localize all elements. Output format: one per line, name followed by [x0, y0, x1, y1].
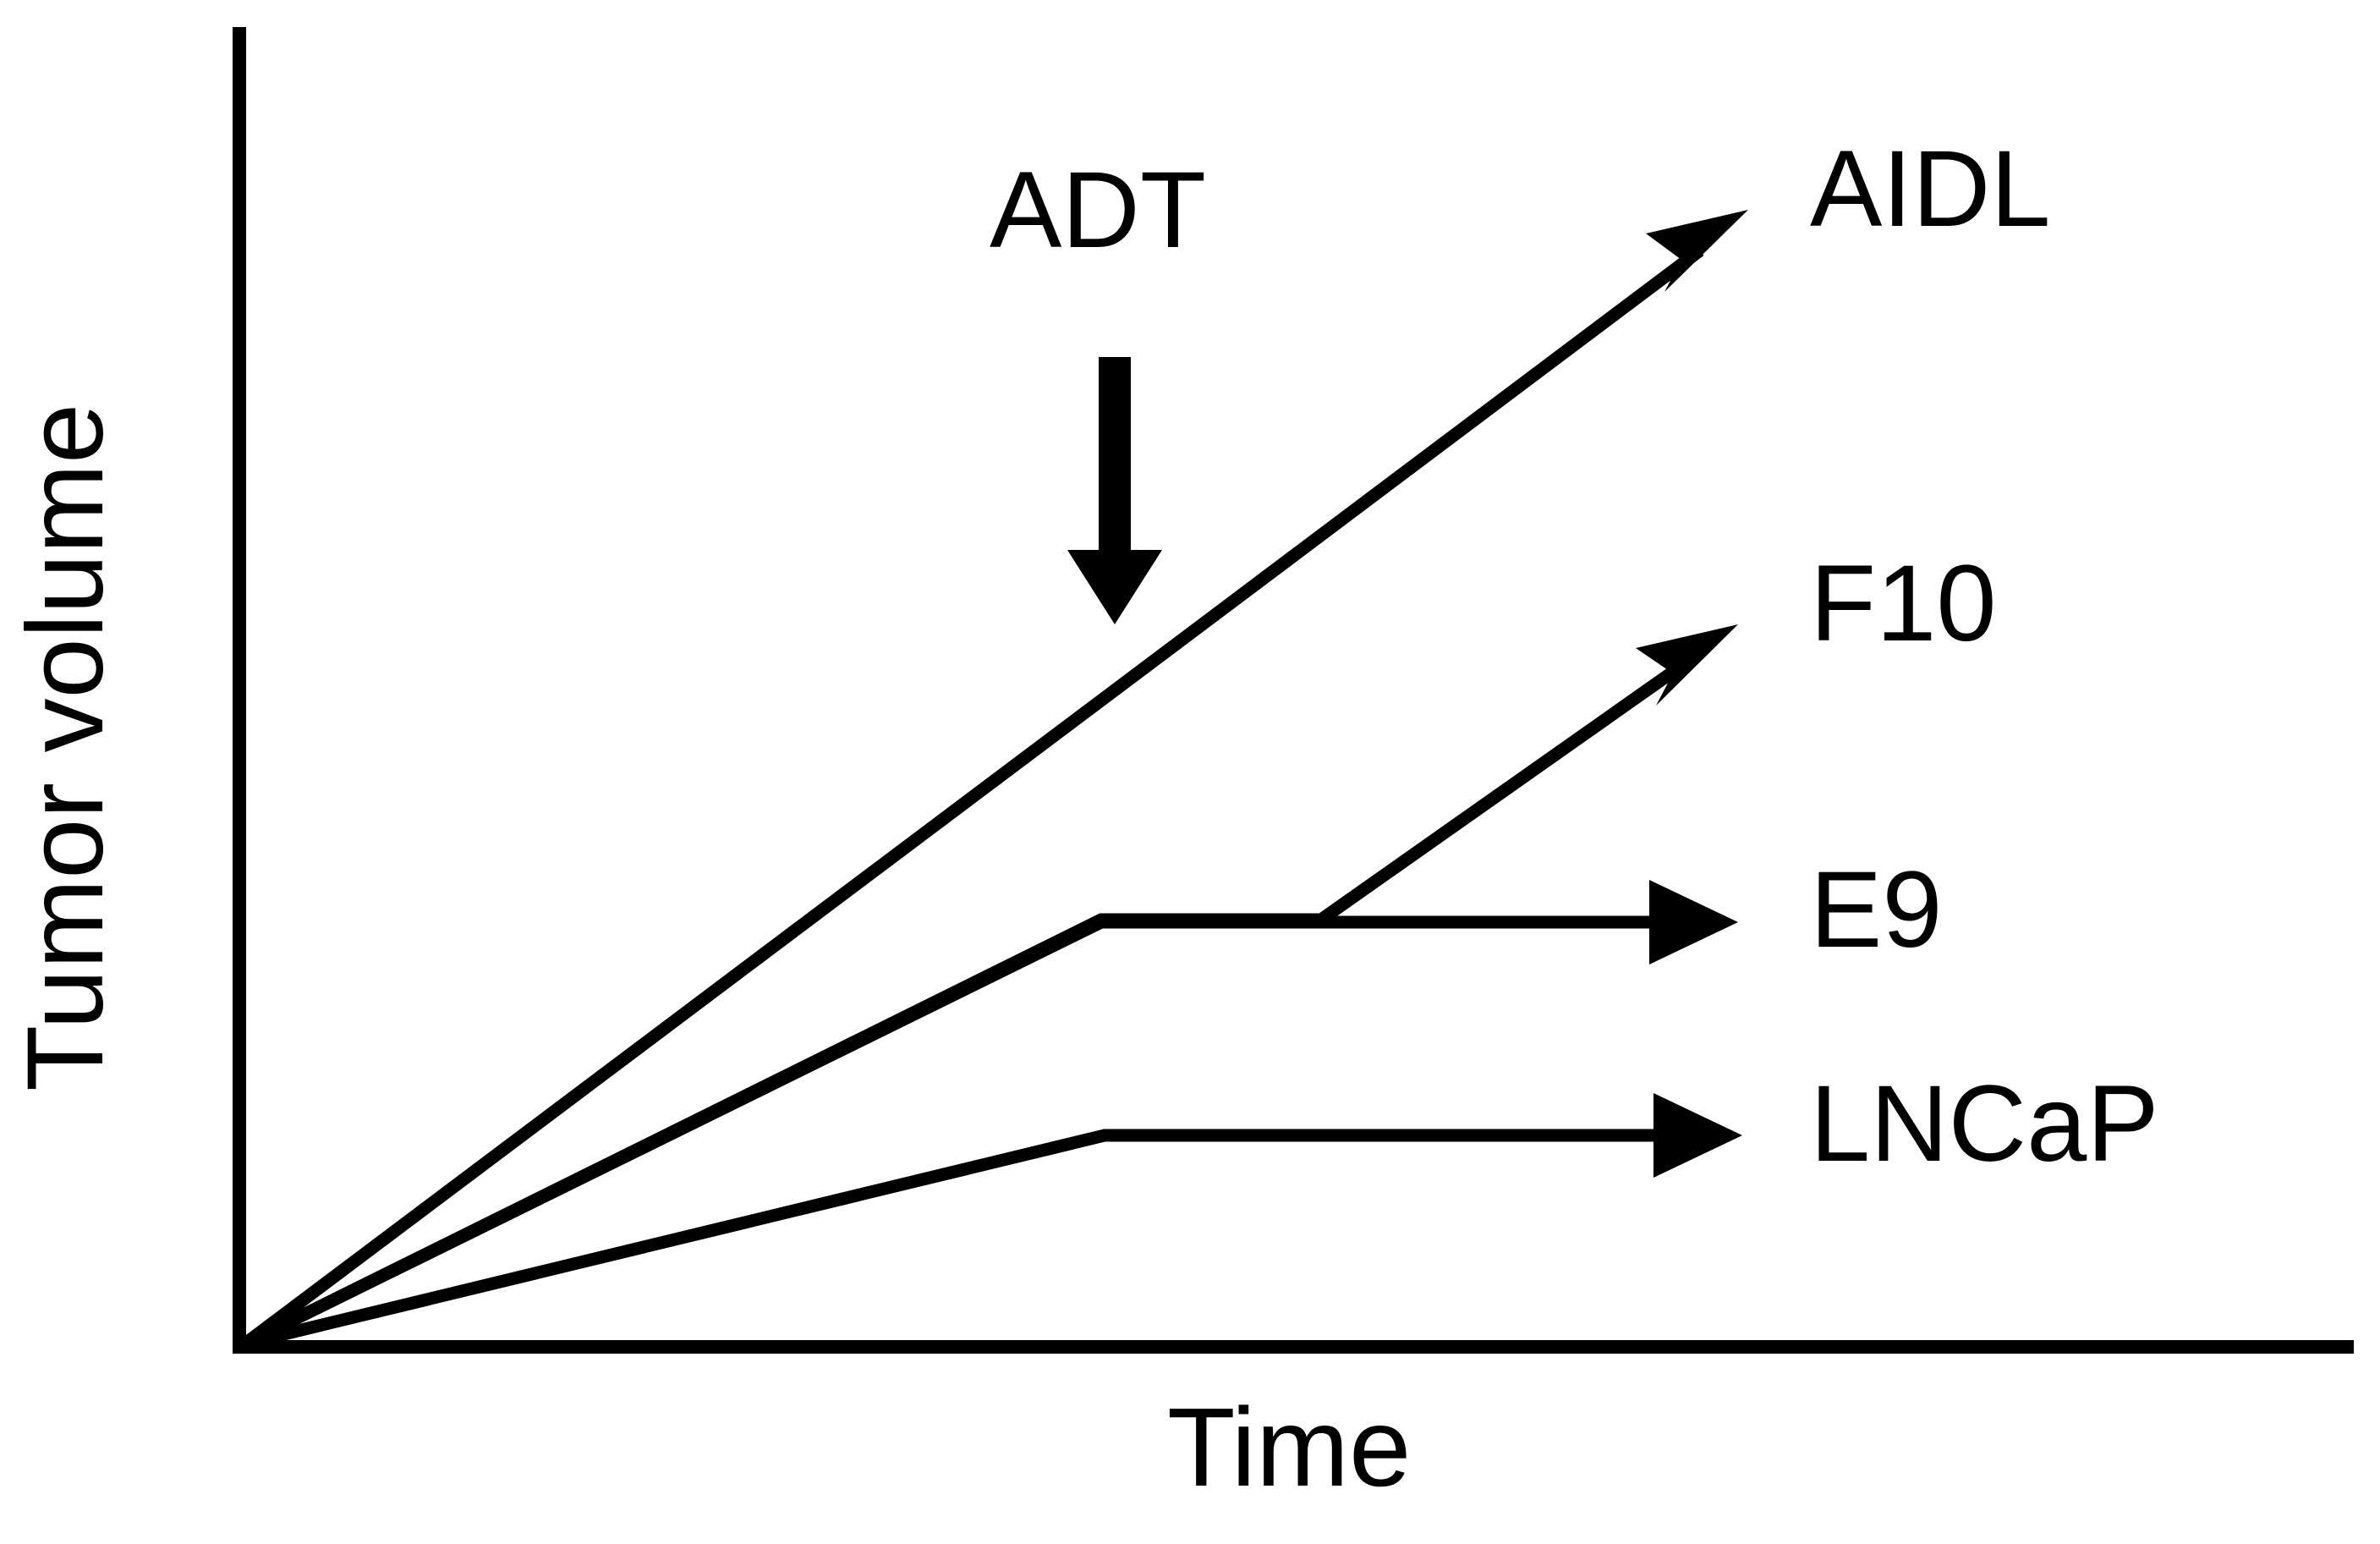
series-aidl: [241, 210, 1748, 1349]
adt-down-arrow-icon: [1067, 357, 1162, 624]
axis-lines: [233, 27, 2354, 1354]
adt-arrow-head: [1067, 550, 1162, 624]
series-f10-arrowhead: [1636, 624, 1738, 706]
x-axis-label: Time: [1167, 1385, 1412, 1509]
series-label-aidl: AIDL: [1810, 129, 2051, 250]
series-label-lncap: LNCaP: [1810, 1063, 2159, 1184]
series-e9-arrowhead: [1649, 880, 1738, 964]
series-label-f10: F10: [1810, 543, 1997, 664]
adt-arrow-shaft: [1099, 357, 1131, 552]
series-label-e9: E9: [1810, 849, 1943, 970]
series-aidl-line: [241, 245, 1704, 1349]
series-e9: [242, 880, 1738, 1349]
series-aidl-arrowhead: [1646, 210, 1748, 292]
series-lncap-line: [244, 1129, 1692, 1350]
y-axis-label: Tumor volume: [5, 403, 126, 1091]
adt-annotation-label: ADT: [990, 150, 1206, 271]
series-lncap: [244, 1093, 1742, 1350]
series-lncap-arrowhead: [1653, 1093, 1742, 1178]
series-e9-line: [242, 915, 1687, 1349]
